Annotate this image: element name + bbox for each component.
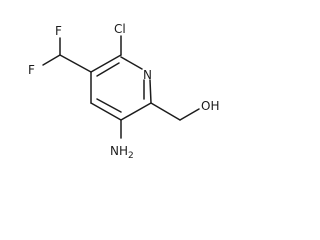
- bond-c3-c4: [90, 102, 122, 121]
- bond-c2-ch2: [150, 102, 181, 121]
- atom-label-amino-main: NH: [110, 144, 128, 158]
- pyridine-ring: [90, 54, 152, 121]
- bond-c2-c3: [120, 102, 152, 121]
- bond-n1-c2: [149, 79, 152, 104]
- atom-label-amino: NH2: [110, 144, 134, 161]
- bond-ch2-oh: [179, 108, 200, 121]
- bond-c5-chf2: [59, 54, 92, 73]
- atom-label-chlorine: Cl: [114, 22, 126, 36]
- atom-label-amino-subscript: 2: [128, 151, 134, 161]
- bond-chf2-f-bottom: [42, 54, 61, 66]
- molecule-structure: F F Cl N OH NH2: [28, 22, 219, 161]
- structure-canvas: F F Cl N OH NH2: [28, 22, 220, 161]
- atom-label-hydroxyl: OH: [201, 99, 219, 113]
- atom-label-fluorine-bottom: F: [28, 63, 35, 77]
- double-bond-c3-c4-inner: [96, 98, 122, 113]
- atom-label-nitrogen: N: [143, 68, 152, 82]
- double-bond-c6-c5-inner: [96, 62, 120, 77]
- bond-c5-c6: [90, 54, 122, 73]
- bond-c6-n1: [120, 56, 143, 70]
- atom-label-fluorine-top: F: [55, 24, 62, 38]
